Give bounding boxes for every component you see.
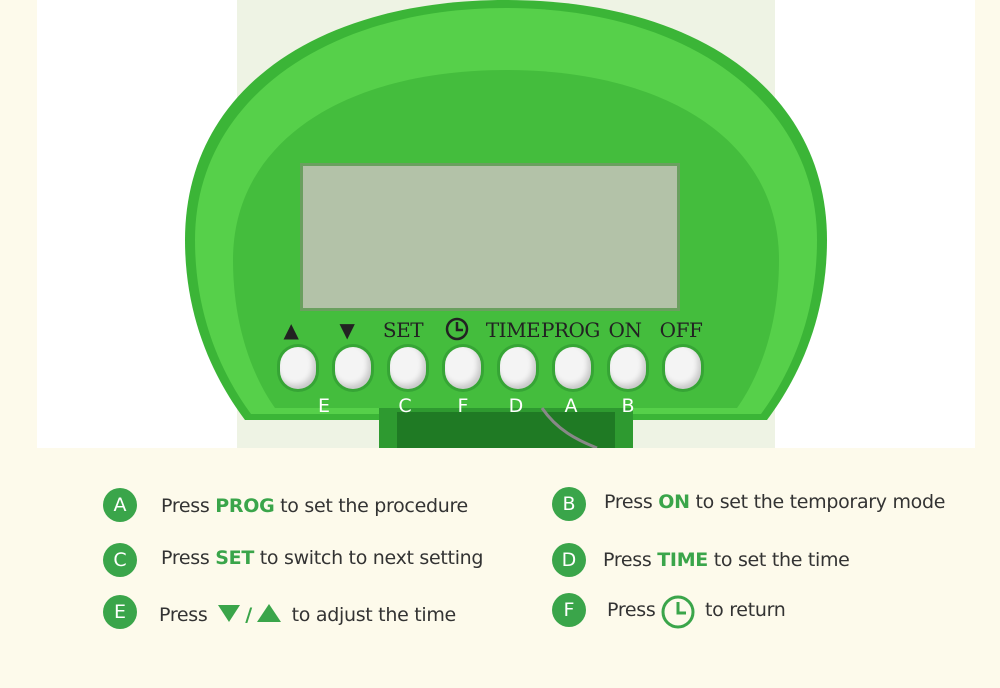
badge-a: A xyxy=(103,488,137,522)
triangle-up-icon xyxy=(256,604,281,622)
device-key-down xyxy=(335,347,371,389)
device-letter-b: B xyxy=(621,395,635,417)
legend-a-post: to set the procedure xyxy=(280,495,468,517)
legend-c-post: to switch to next setting xyxy=(259,547,484,569)
device-letter-c: C xyxy=(398,395,412,417)
badge-f: F xyxy=(552,593,586,627)
legend-b-pre: Press xyxy=(604,491,653,513)
device-key-on xyxy=(610,347,646,389)
device-key-time xyxy=(500,347,536,389)
device-label-prog: PROG xyxy=(541,318,600,342)
device-label-on: ON xyxy=(608,318,642,342)
device-label-down: ▼ xyxy=(339,318,355,342)
device-letter-a: A xyxy=(564,395,578,417)
legend-text-b: Press ON to set the temporary mode xyxy=(604,491,945,513)
legend-d-post: to set the time xyxy=(713,549,850,571)
legend-text-a: Press PROG to set the procedure xyxy=(161,495,468,517)
badge-b: B xyxy=(552,487,586,521)
device-key-off xyxy=(665,347,701,389)
legend-a-pre: Press xyxy=(161,495,210,517)
legend-e-slash: / xyxy=(245,604,252,626)
legend-c-keyword: SET xyxy=(215,547,254,569)
legend-f-pre: Press xyxy=(607,599,656,621)
device-key-up xyxy=(280,347,316,389)
clock-icon xyxy=(661,595,695,629)
legend-d-pre: Press xyxy=(603,549,652,571)
device-letter-f: F xyxy=(457,395,469,417)
legend-text-d: Press TIME to set the time xyxy=(603,549,850,571)
device-label-time: TIME xyxy=(485,318,541,342)
device-key-set xyxy=(390,347,426,389)
device-label-set: SET xyxy=(382,318,424,342)
legend-e-post: to adjust the time xyxy=(291,604,457,626)
device-label-off: OFF xyxy=(659,318,703,342)
device-letter-d: D xyxy=(508,395,524,417)
legend-b-keyword: ON xyxy=(658,491,690,513)
badge-d: D xyxy=(552,543,586,577)
legend-d-keyword: TIME xyxy=(657,549,708,571)
legend-text-f-post: to return xyxy=(705,599,786,621)
legend-text-e: Press / to adjust the time xyxy=(159,603,456,626)
legend-a-keyword: PROG xyxy=(215,495,275,517)
device-letter-e: E xyxy=(317,395,330,417)
device-key-prog xyxy=(555,347,591,389)
triangle-down-icon xyxy=(218,605,241,622)
legend-e-pre: Press xyxy=(159,604,208,626)
device-label-up: ▲ xyxy=(283,318,299,342)
legend-c-pre: Press xyxy=(161,547,210,569)
legend-b-post: to set the temporary mode xyxy=(695,491,946,513)
device-key-clock xyxy=(445,347,481,389)
badge-c: C xyxy=(103,543,137,577)
legend-text-f: Press xyxy=(607,599,656,621)
badge-e: E xyxy=(103,595,137,629)
legend-text-c: Press SET to switch to next setting xyxy=(161,547,483,569)
device-photo: ▲ ▼ SET TIME PROG ON OFF E C F D A B xyxy=(37,0,975,448)
timer-device-illustration xyxy=(185,0,827,448)
